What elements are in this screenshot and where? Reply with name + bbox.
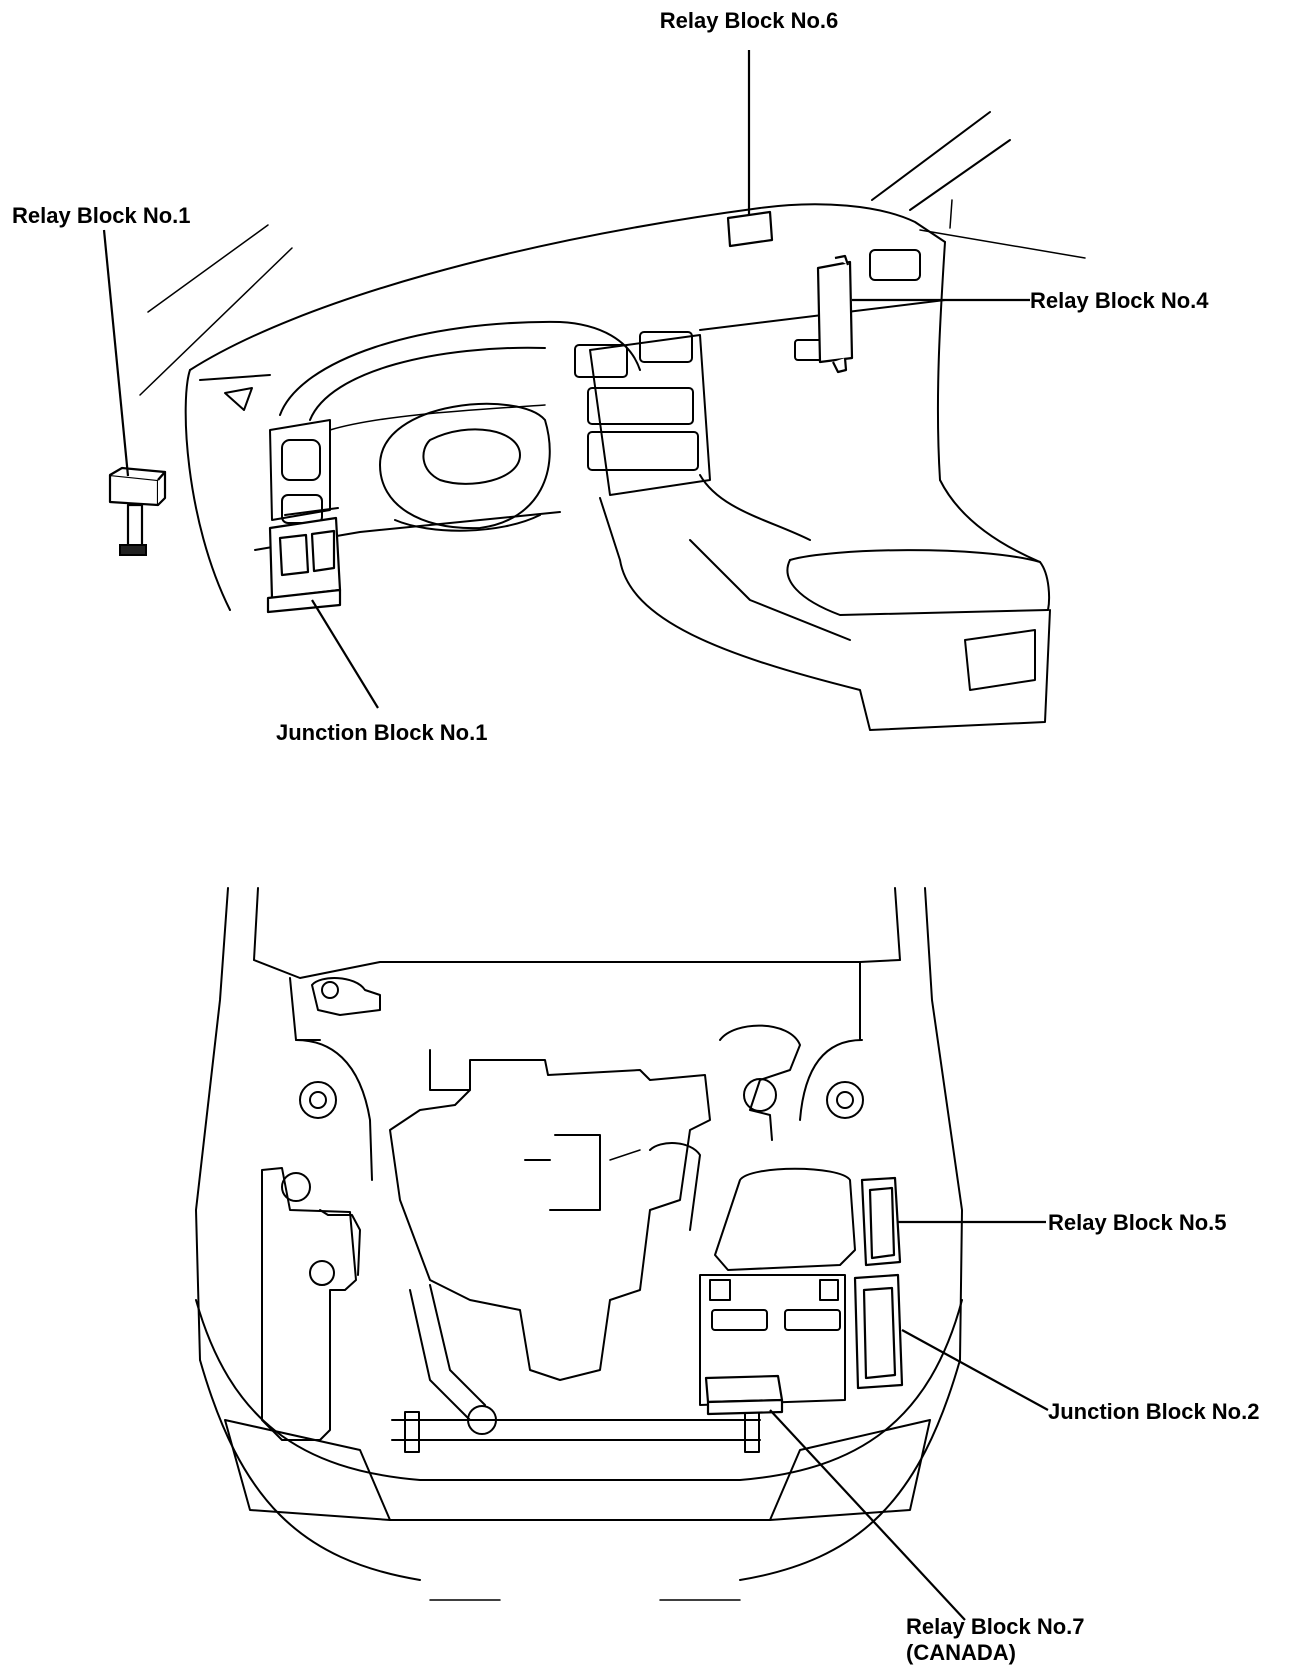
- relay-block-6-label: Relay Block No.6: [660, 8, 839, 33]
- relay-block-7-label: Relay Block No.7: [906, 1614, 1085, 1639]
- engine-compartment-illustration: [195, 887, 963, 1601]
- junction-block-2-label: Junction Block No.2: [1048, 1399, 1259, 1424]
- relay-block-5-label: Relay Block No.5: [1048, 1210, 1227, 1235]
- junction-block-1: Junction Block No.1: [266, 507, 487, 745]
- relay-block-7: Relay Block No.7 (CANADA): [704, 1374, 1085, 1665]
- junction-block-1-label: Junction Block No.1: [276, 720, 487, 745]
- instrument-panel-illustration: [139, 111, 1086, 731]
- relay-block-4-label: Relay Block No.4: [1030, 288, 1209, 313]
- relay-block-6: Relay Block No.6: [660, 8, 839, 248]
- relay-block-5: Relay Block No.5: [860, 1176, 1227, 1267]
- relay-block-4: Relay Block No.4: [816, 254, 1209, 374]
- relay-block-7-note: (CANADA): [906, 1640, 1016, 1665]
- relay-block-1: Relay Block No.1: [12, 203, 191, 556]
- relay-block-1-label: Relay Block No.1: [12, 203, 191, 228]
- junction-block-2: Junction Block No.2: [853, 1273, 1259, 1424]
